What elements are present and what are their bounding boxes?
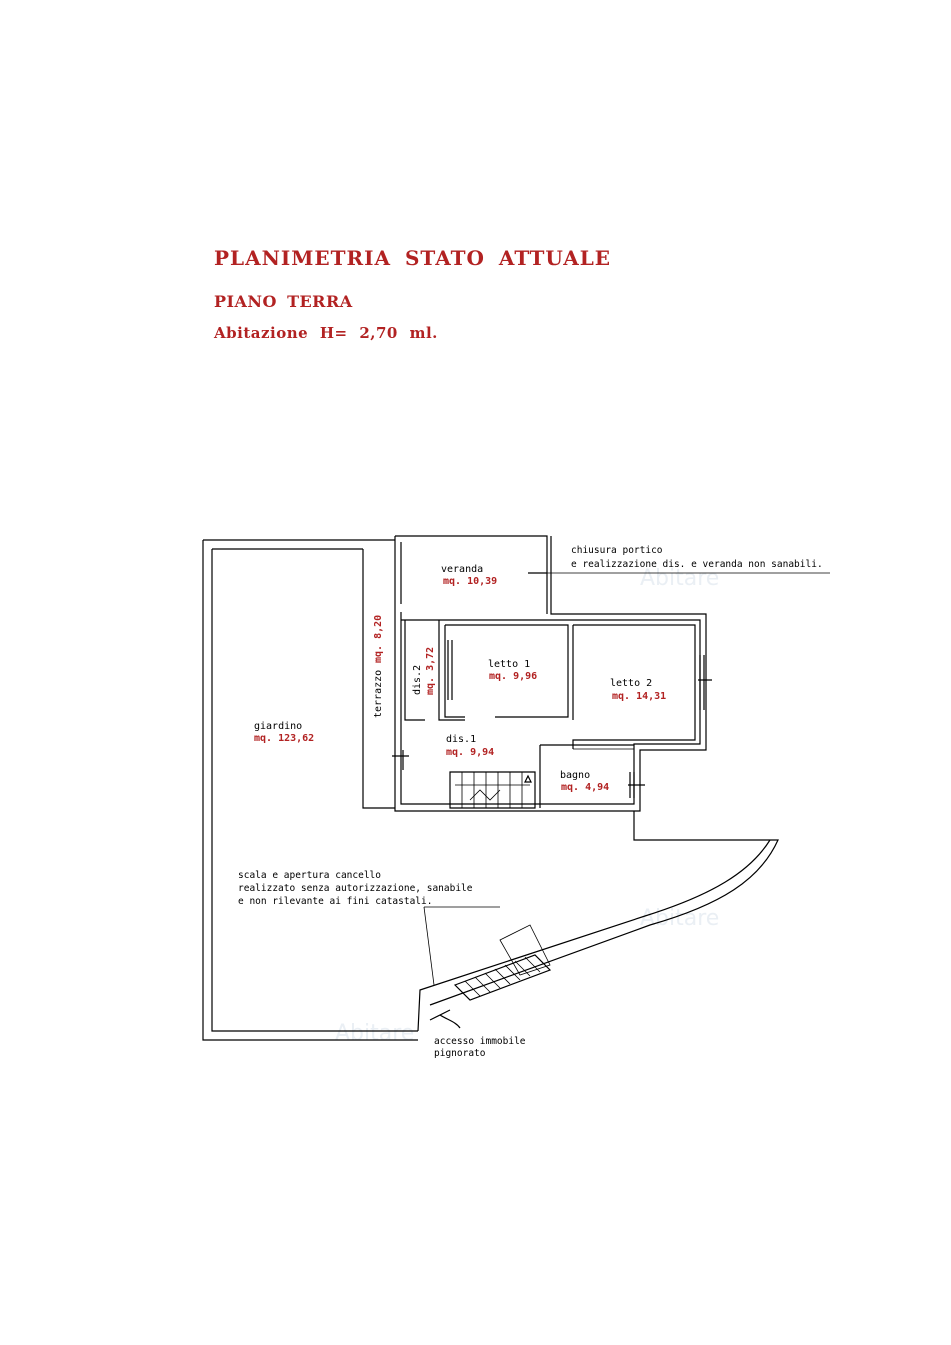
room-area-giardino: mq. 123,62 [254, 733, 314, 744]
watermark-bottom: Abitare [335, 1021, 414, 1046]
window-terrazzo [392, 750, 409, 770]
room-area-letto1: mq. 9,96 [489, 671, 537, 682]
room-name-terrazzo: terrazzo [373, 670, 384, 718]
room-area-dis2: mq. 3,72 [425, 647, 436, 695]
house-outer-wall [394, 535, 707, 812]
house-inner-wall [400, 542, 701, 805]
room-name-dis2: dis.2 [412, 665, 423, 695]
window-letto1 [447, 640, 453, 700]
access-note-line1: accesso immobile [434, 1036, 526, 1047]
room-area-dis1: mq. 9,94 [446, 747, 494, 758]
floor-label: PIANO TERRA [214, 292, 353, 311]
garden-boundary-outer [202, 539, 418, 1041]
entrance-landing [499, 924, 551, 976]
stair-arrow [524, 774, 532, 783]
path-outer [429, 811, 779, 1006]
garden-boundary-inner [211, 548, 418, 1032]
gate-note-line2: realizzato senza autorizzazione, sanabil… [238, 883, 473, 894]
room-area-bagno: mq. 4,94 [561, 782, 609, 793]
room-name-letto2: letto 2 [610, 678, 652, 689]
gate-note-line3: e non rilevante ai fini catastali. [238, 896, 432, 907]
terrazzo-edge [362, 549, 395, 809]
room-area-letto2: mq. 14,31 [612, 691, 666, 702]
letto1-wall [444, 624, 569, 718]
stair-direction [469, 789, 501, 801]
window-letto2 [698, 655, 712, 710]
height-note: Abitazione H= 2,70 ml. [214, 324, 438, 342]
dis2-wall [438, 620, 465, 721]
room-name-giardino: giardino [254, 721, 302, 732]
gate-note-line1: scala e apertura cancello [238, 870, 381, 881]
veranda-note-line2: e realizzazione dis. e veranda non sanab… [571, 559, 823, 570]
window-bagno [628, 772, 645, 798]
stair-steps [455, 772, 530, 808]
gate [429, 1009, 461, 1029]
room-area-veranda: mq. 10,39 [443, 576, 497, 587]
dis1-partition [539, 745, 634, 755]
entrance-steps [464, 956, 541, 997]
stairs-outline [449, 771, 536, 809]
room-name-letto1: letto 1 [488, 659, 530, 670]
room-name-dis1: dis.1 [446, 734, 476, 745]
room-name-veranda: veranda [441, 564, 483, 575]
gate-note-leader [423, 906, 500, 986]
veranda-note-line1: chiusura portico [571, 545, 663, 556]
room-area-terrazzo: mq. 8,20 [373, 615, 384, 663]
path-inner [417, 839, 771, 1032]
access-note-line2: pignorato [434, 1048, 486, 1059]
letto2-wall [572, 624, 696, 749]
watermark-right: Abitare [640, 906, 719, 931]
plan-title: PLANIMETRIA STATO ATTUALE [214, 246, 612, 270]
watermark-top: Abitare [640, 566, 719, 591]
room-name-bagno: bagno [560, 770, 590, 781]
entrance-stairs [453, 954, 552, 1001]
dis2-left-wall [404, 620, 425, 721]
walls [202, 535, 830, 1041]
bagno-wall [539, 744, 634, 808]
